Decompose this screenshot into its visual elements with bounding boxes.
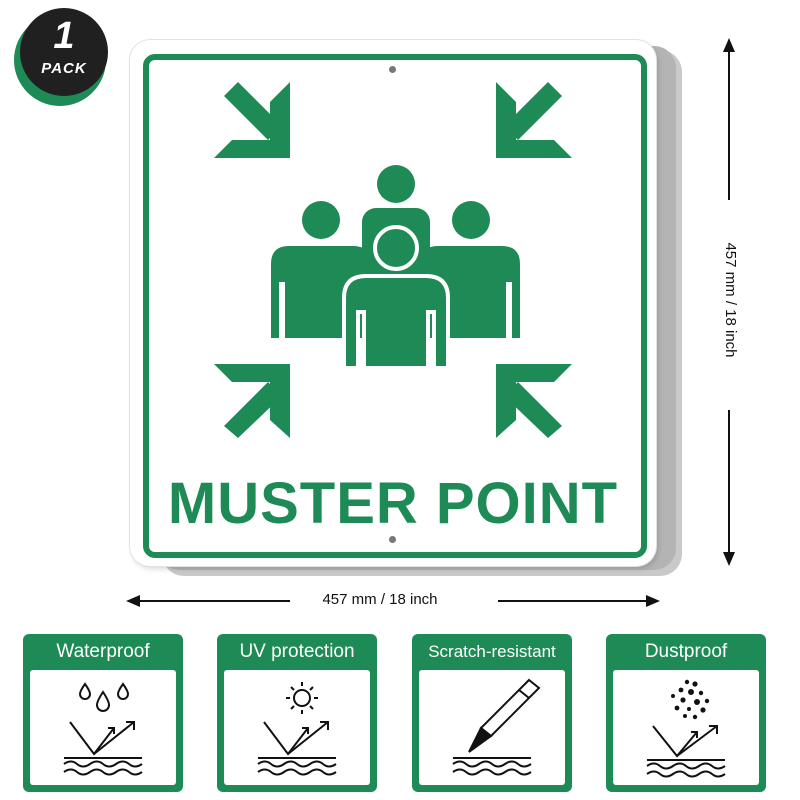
feature-card-scratch: Scratch-resistant (412, 634, 572, 792)
arrow-up-right-icon (214, 364, 290, 438)
width-dimension-label: 457 mm / 18 inch (322, 591, 438, 608)
pack-badge: 1 PACK (20, 8, 108, 96)
pack-label: PACK (41, 60, 87, 77)
shield-surface-icon (257, 721, 337, 776)
shield-surface-icon (646, 725, 726, 778)
feature-card-dustproof: Dustproof (606, 634, 766, 792)
sun-icon (286, 682, 318, 714)
feature-title: Scratch-resistant (428, 642, 556, 661)
sign-border (143, 54, 647, 558)
feature-card-waterproof: Waterproof (23, 634, 183, 792)
shield-surface-icon (63, 721, 143, 776)
people-group-icon (271, 165, 520, 370)
feature-illustration (30, 670, 176, 785)
feature-title: Waterproof (56, 641, 150, 662)
arrow-down-left-icon (496, 82, 572, 158)
mounting-hole (389, 536, 396, 543)
arrow-down-right-icon (214, 82, 290, 158)
dust-particles-icon (671, 679, 710, 720)
surface-icon (452, 757, 532, 776)
feature-illustration (224, 670, 370, 785)
arrow-up-left-icon (496, 364, 572, 438)
feature-card-uv: UV protection (217, 634, 377, 792)
feature-illustration (419, 670, 565, 785)
feature-illustration (613, 670, 759, 785)
dimension-arrows (126, 38, 735, 607)
water-drops-icon (78, 682, 130, 712)
height-dimension-label: 457 mm / 18 inch (722, 242, 739, 358)
sign-graphics (214, 82, 572, 438)
mounting-hole (389, 66, 396, 73)
feature-title: UV protection (239, 641, 355, 662)
sign-title: MUSTER POINT (167, 471, 619, 536)
pack-count: 1 (53, 15, 75, 57)
blade-icon (468, 678, 541, 753)
feature-title: Dustproof (644, 641, 728, 662)
